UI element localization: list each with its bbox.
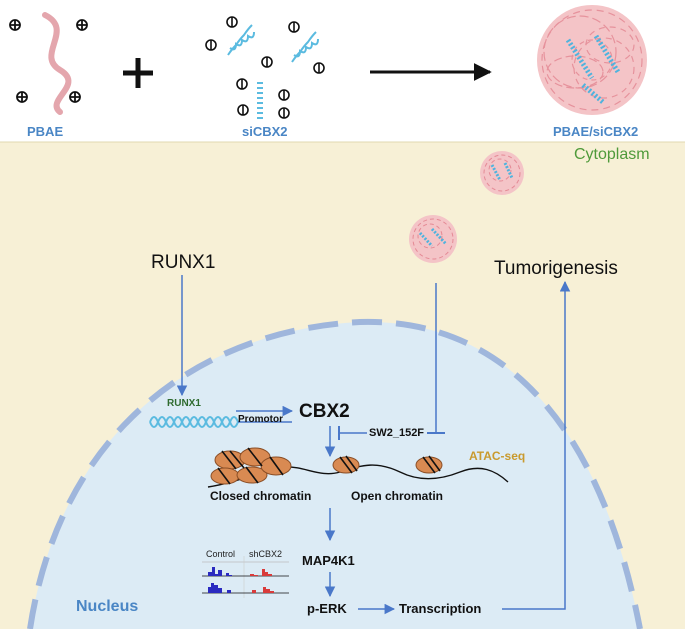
cytoplasm-label: Cytoplasm — [574, 146, 650, 163]
atac-seq-label: ATAC-seq — [469, 449, 526, 463]
perk-label: p-ERK — [307, 601, 347, 616]
tumorigenesis-label: Tumorigenesis — [494, 258, 618, 279]
closed-chromatin-label: Closed chromatin — [210, 489, 312, 503]
runx1-label: RUNX1 — [151, 252, 216, 273]
sw2-label: SW2_152F — [369, 427, 425, 439]
nucleus-label: Nucleus — [76, 598, 139, 615]
runx1-dna-helix — [149, 416, 292, 428]
plus-icon — [123, 58, 153, 88]
pbae-sicbx2-label: PBAE/siCBX2 — [553, 124, 639, 139]
runx1-gene-label: RUNX1 — [167, 398, 201, 409]
closed-chromatin-nucleosomes — [210, 447, 292, 485]
shcbx2-track-label: shCBX2 — [249, 549, 283, 559]
pbae-label: PBAE — [27, 124, 64, 139]
nuclear-membrane — [27, 318, 643, 629]
sicbx2-cluster — [205, 16, 325, 120]
promotor-label: Promotor — [238, 414, 283, 425]
sicbx2-label: siCBX2 — [242, 124, 288, 139]
open-chromatin-label: Open chromatin — [351, 489, 444, 503]
genome-tracks — [202, 556, 289, 598]
nucleus-region — [30, 321, 640, 629]
open-chromatin-nucleosomes — [332, 455, 443, 474]
map4k1-label: MAP4K1 — [302, 553, 355, 568]
transcription-label: Transcription — [399, 601, 482, 616]
transcription-to-tumorigenesis-arrow — [502, 280, 571, 610]
nanoparticle-cytoplasm — [480, 151, 524, 195]
pbae-sicbx2-nanoparticle — [537, 5, 647, 115]
cbx2-label: CBX2 — [299, 401, 350, 422]
nanoparticle-perinuclear — [409, 215, 457, 263]
pbae-polymer — [9, 12, 88, 115]
control-track-label: Control — [206, 549, 236, 559]
